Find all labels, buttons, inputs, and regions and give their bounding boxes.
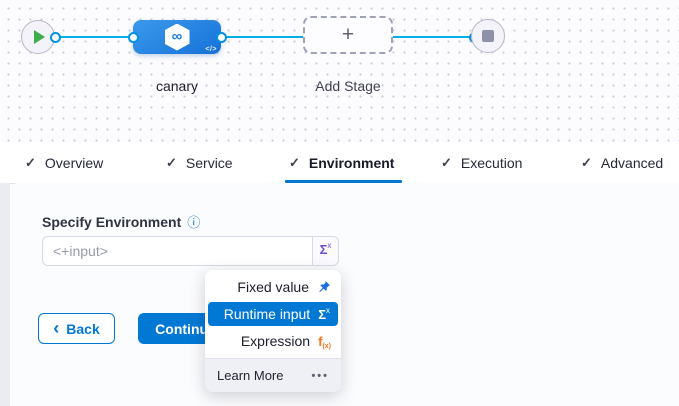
option-label: Expression — [240, 333, 311, 349]
option-label: Fixed value — [237, 279, 309, 295]
code-icon: </> — [205, 46, 217, 53]
canvas-gutter — [0, 183, 10, 406]
fx-icon: f(x) — [318, 333, 331, 350]
sigma-icon: Σ — [319, 242, 328, 257]
tab-service[interactable]: ✓ Service — [166, 142, 233, 183]
info-icon[interactable]: ⓘ — [187, 214, 201, 230]
specify-environment-label: Specify Environment — [42, 214, 182, 230]
environment-input-group: Σx — [42, 236, 339, 266]
check-icon: ✓ — [25, 154, 36, 170]
sigma-sup: x — [327, 241, 332, 250]
option-label: Runtime input — [223, 306, 311, 322]
tab-label: Advanced — [600, 154, 664, 171]
tab-environment[interactable]: ✓ Environment — [284, 142, 404, 183]
pipeline-start-node[interactable] — [21, 20, 55, 54]
tab-execution[interactable]: ✓ Execution — [441, 142, 522, 183]
specify-environment-row: Specify Environment ⓘ — [42, 214, 200, 230]
check-icon: ✓ — [581, 154, 592, 170]
tab-advanced[interactable]: ✓ Advanced — [581, 142, 663, 183]
play-icon — [34, 30, 45, 44]
stage-name-label[interactable]: canary — [155, 78, 199, 94]
fx-f: f — [318, 333, 323, 349]
tab-label: Service — [185, 154, 233, 171]
connector-port[interactable] — [216, 31, 227, 43]
sigma-icon: Σ — [318, 306, 326, 322]
fx-sub: (x) — [322, 342, 331, 350]
pin-icon — [319, 281, 330, 292]
stop-icon — [482, 30, 494, 42]
connector-port[interactable] — [128, 31, 139, 43]
check-icon: ✓ — [289, 154, 300, 170]
environment-panel — [10, 183, 679, 406]
chevron-left-icon: ‹ — [53, 317, 60, 338]
connector-port[interactable] — [50, 31, 61, 43]
tab-label: Overview — [44, 154, 104, 171]
stage-tabbar: ✓ Overview ✓ Service ✓ Environment ✓ Exe… — [0, 142, 679, 183]
stage-node-canary[interactable]: ∞ </> — [133, 20, 221, 54]
add-stage-button[interactable]: + — [303, 16, 393, 54]
infinity-icon: ∞ — [171, 28, 183, 45]
deployment-hexagon-icon: ∞ — [164, 23, 190, 51]
edge-start-to-stage — [55, 36, 135, 38]
dropdown-footer: Learn More ••• — [205, 358, 341, 392]
add-stage-label[interactable]: Add Stage — [315, 78, 381, 94]
tab-overview[interactable]: ✓ Overview — [25, 142, 103, 183]
back-button[interactable]: ‹ Back — [38, 313, 115, 344]
environment-input[interactable] — [42, 236, 312, 266]
pipeline-end-node[interactable] — [471, 19, 505, 53]
edge-addstage-to-end — [393, 36, 476, 38]
back-label: Back — [66, 320, 100, 337]
continue-label: Continue — [155, 320, 216, 337]
pipeline-canvas[interactable]: ∞ </> + canary Add Stage — [0, 0, 679, 142]
tab-label: Environment — [308, 154, 395, 171]
edge-stage-to-addstage — [221, 36, 305, 38]
learn-more-link[interactable]: Learn More — [217, 368, 284, 383]
option-expression[interactable]: Expression f(x) — [205, 328, 341, 354]
check-icon: ✓ — [166, 154, 177, 170]
check-icon: ✓ — [441, 154, 452, 170]
sigma-sup: x — [326, 305, 330, 315]
more-options-icon[interactable]: ••• — [311, 369, 329, 382]
plus-icon: + — [341, 22, 355, 46]
option-fixed-value[interactable]: Fixed value — [205, 274, 341, 300]
tab-label: Execution — [460, 154, 523, 171]
